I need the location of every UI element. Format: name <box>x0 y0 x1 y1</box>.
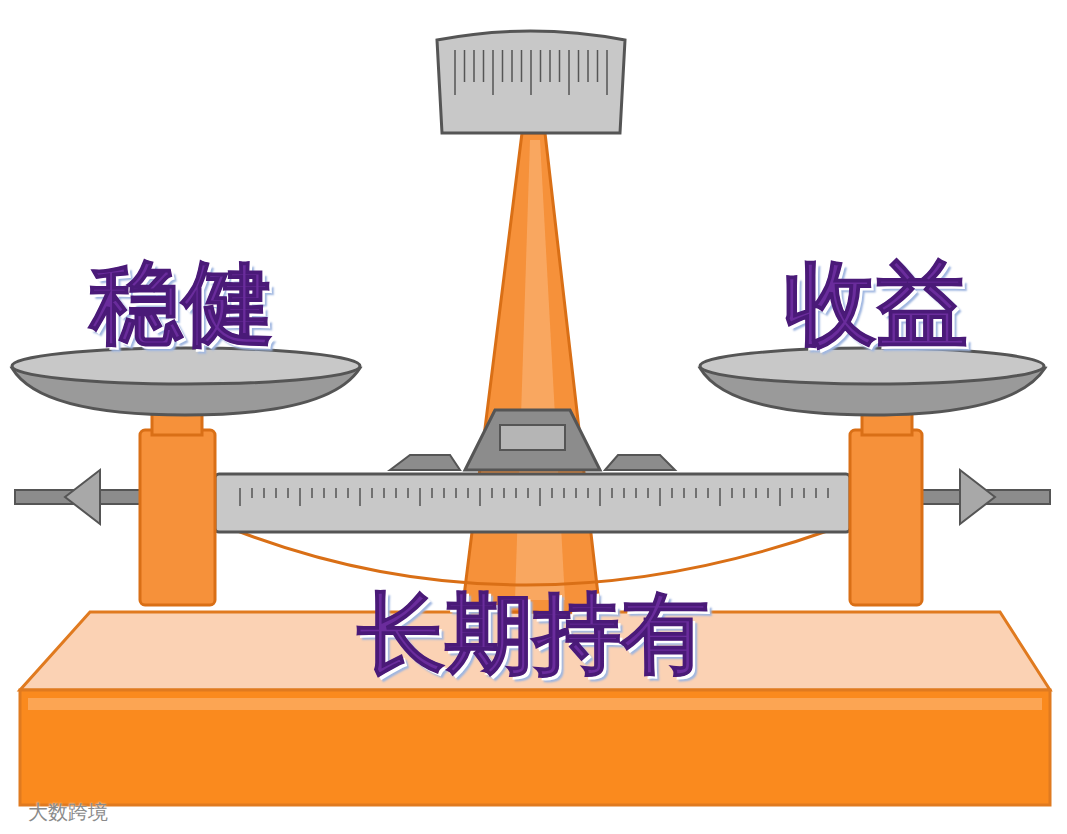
tick <box>527 488 529 498</box>
right-pan-rim <box>700 348 1044 384</box>
tick <box>473 50 475 82</box>
tick <box>539 488 541 506</box>
base-highlight <box>28 698 1042 710</box>
tick <box>559 50 561 82</box>
tick <box>299 488 301 506</box>
pillar <box>462 133 600 612</box>
nut <box>960 470 995 524</box>
tick <box>707 488 709 498</box>
tick <box>731 488 733 498</box>
tick <box>479 488 481 506</box>
tick <box>755 488 757 498</box>
tick <box>251 488 253 498</box>
tick <box>549 50 551 82</box>
tick <box>521 50 523 82</box>
tick <box>515 488 517 498</box>
tick <box>671 488 673 498</box>
post <box>850 430 922 605</box>
tick <box>347 488 349 498</box>
beam <box>215 474 850 532</box>
tick <box>551 488 553 498</box>
tick <box>503 488 505 498</box>
tick <box>815 488 817 498</box>
tick <box>578 50 580 82</box>
tick <box>695 488 697 498</box>
tick <box>359 488 361 506</box>
tick <box>575 488 577 498</box>
left-pan-rim <box>12 348 360 384</box>
tick <box>719 488 721 506</box>
nut <box>65 470 100 524</box>
tick <box>611 488 613 498</box>
tick <box>606 50 608 95</box>
beam-clip <box>390 455 460 470</box>
tick <box>467 488 469 498</box>
base-label: 长期持有 <box>357 590 709 678</box>
tick <box>767 488 769 498</box>
tick <box>599 488 601 506</box>
tick <box>454 50 456 95</box>
tick <box>455 488 457 498</box>
tick <box>803 488 805 498</box>
tick <box>511 50 513 82</box>
tick <box>530 50 532 95</box>
tick <box>683 488 685 498</box>
tick <box>483 50 485 82</box>
tick <box>779 488 781 506</box>
tick <box>502 50 504 82</box>
tick <box>791 488 793 498</box>
beam-clip <box>605 455 675 470</box>
tick <box>587 50 589 82</box>
tick <box>275 488 277 498</box>
tick <box>383 488 385 498</box>
tick <box>431 488 433 498</box>
tick <box>827 488 829 498</box>
pivot <box>465 410 600 470</box>
tick <box>540 50 542 82</box>
tick <box>323 488 325 498</box>
tick <box>335 488 337 498</box>
tick <box>407 488 409 498</box>
tick <box>659 488 661 506</box>
right-pan-label: 收益 <box>784 258 968 350</box>
tick <box>563 488 565 498</box>
pivot-window <box>500 425 565 450</box>
tick <box>287 488 289 498</box>
tick <box>743 488 745 498</box>
tick <box>568 50 570 95</box>
post <box>140 430 215 605</box>
tick <box>464 50 466 82</box>
tick <box>647 488 649 498</box>
tick <box>419 488 421 506</box>
wire <box>235 530 830 585</box>
tick <box>395 488 397 498</box>
tick <box>623 488 625 498</box>
watermark: 大数跨境 <box>28 802 108 822</box>
tick <box>492 50 494 95</box>
tick <box>239 488 241 506</box>
tick <box>491 488 493 498</box>
tick <box>443 488 445 498</box>
dial <box>437 31 625 133</box>
tick <box>311 488 313 498</box>
tick <box>371 488 373 498</box>
tick <box>597 50 599 82</box>
left-pan-label: 稳健 <box>90 258 274 350</box>
tick <box>587 488 589 498</box>
base-front <box>20 690 1050 805</box>
tick <box>263 488 265 498</box>
tick <box>635 488 637 498</box>
